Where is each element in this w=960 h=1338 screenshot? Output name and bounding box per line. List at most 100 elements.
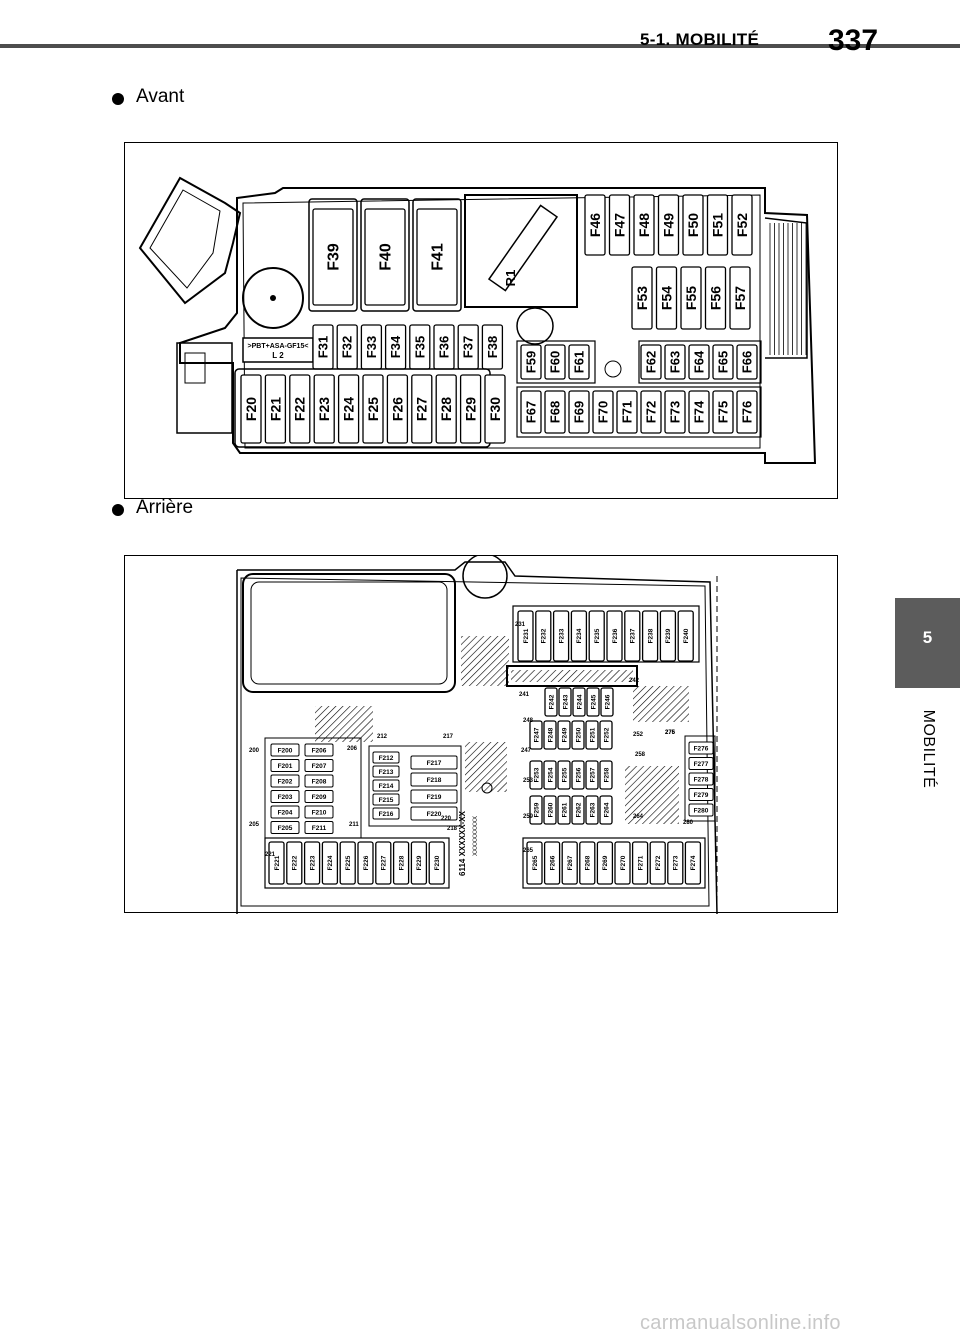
fuse-label: F253 [533, 767, 540, 782]
fuse: F212 [372, 751, 400, 764]
fuse-label: F35 [412, 336, 427, 358]
chapter-tab[interactable]: 5 [895, 598, 960, 688]
fuse-label: F280 [694, 807, 709, 814]
fuse: F260 [543, 795, 557, 825]
fuse: F253 [529, 760, 543, 790]
fuse: F251 [585, 720, 599, 750]
mini-fuse: F33 [360, 324, 383, 370]
fuse-label: F273 [673, 855, 680, 870]
fuse-label: F56 [707, 286, 723, 310]
fuse-label: F200 [278, 747, 293, 754]
fuse: F48 [633, 194, 655, 256]
fuse: F25 [362, 374, 384, 444]
fuse-label: F54 [658, 286, 674, 310]
fuse: F252 [599, 720, 613, 750]
fuse: F268 [579, 841, 596, 885]
fuse-label: F274 [690, 855, 697, 870]
fuse-label: F72 [644, 401, 659, 423]
zone-label: 248 [523, 718, 534, 724]
fuse-label: F271 [637, 855, 644, 870]
fuse-label: F265 [532, 855, 539, 870]
fuse-label: F24 [341, 397, 357, 421]
fuse: F261 [557, 795, 571, 825]
zone-label: 217 [443, 734, 454, 740]
fuse-label: F249 [561, 727, 568, 742]
fuse-label: F47 [611, 213, 627, 237]
chapter-tab-number: 5 [922, 628, 933, 647]
fuse: F26 [386, 374, 409, 444]
fuse: F264 [599, 795, 613, 825]
fuse: F273 [667, 841, 684, 885]
fuse-label: F22 [292, 397, 308, 421]
section-label-front: Avant [136, 86, 185, 107]
fuse-label: F246 [604, 694, 611, 709]
fuse-label: F50 [685, 213, 701, 237]
fuse-label: F46 [587, 213, 603, 237]
fuse: F63 [664, 344, 686, 380]
fuse-label: F225 [345, 855, 352, 870]
fuse: F224 [321, 841, 339, 885]
fuse: F221 [268, 841, 285, 885]
fuse-label: F250 [575, 727, 582, 742]
fuse: F250 [571, 720, 585, 750]
fuse-label: F23 [316, 397, 332, 421]
fuse-label: F59 [524, 351, 539, 373]
fuse-label: F67 [524, 401, 539, 423]
fuse-label: F33 [364, 336, 379, 358]
fuse: F226 [357, 841, 374, 885]
fuse-label: F255 [561, 767, 568, 782]
fuse: F64 [688, 344, 710, 380]
fuse: F246 [600, 687, 614, 717]
fuse-label: F203 [278, 794, 293, 801]
fuse: F211 [304, 821, 334, 834]
fuse-label: F270 [620, 855, 627, 870]
fuse: F210 [304, 805, 334, 819]
chapter-title: 5-1. MOBILITÉ [640, 30, 760, 49]
fuse-label: F263 [589, 802, 596, 817]
fuse: F258 [599, 760, 613, 790]
fuse: F247 [529, 720, 543, 750]
fuse: F216 [372, 807, 400, 820]
fuse-label: F68 [548, 401, 563, 423]
zone-label: 252 [633, 732, 644, 738]
fuse-label: F62 [644, 351, 659, 373]
fuse: F22 [289, 374, 311, 444]
fuse-label: F219 [427, 794, 442, 801]
fuse-label: F209 [312, 794, 327, 801]
fuse: F230 [428, 841, 445, 885]
fuse: F66 [736, 344, 758, 380]
fuse-label: F231 [523, 628, 530, 643]
fuse: F263 [585, 795, 599, 825]
fuse: F75 [712, 390, 734, 434]
fuse: F227 [375, 841, 392, 885]
bullet-icon [112, 93, 124, 105]
fuse: F21 [264, 374, 287, 444]
fuse-label: F55 [683, 286, 699, 310]
fuse-label: F25 [365, 397, 381, 421]
fuse: F256 [571, 760, 585, 790]
zone-label: 275 [665, 730, 676, 736]
fuse-label: F212 [379, 755, 394, 762]
fuse: F236 [606, 610, 623, 662]
fuse-label: F277 [694, 761, 709, 768]
fuse-label: F228 [398, 855, 405, 870]
fuse: F57 [729, 266, 751, 330]
fuse-label: F30 [487, 397, 503, 421]
fuse: F259 [529, 795, 543, 825]
fuse-label: F276 [694, 745, 709, 752]
fuse-label: F64 [692, 350, 707, 373]
chapter-tab-label: MOBILITÉ [920, 709, 937, 789]
fuse: F203 [270, 790, 300, 803]
large-fuse: F39 [312, 208, 354, 306]
zone-label: 205 [249, 822, 260, 828]
fuse-label: F223 [309, 855, 316, 870]
fuse-label: F52 [734, 213, 750, 237]
material-badge-sub: L 2 [272, 351, 284, 360]
fuse: F280 [688, 803, 714, 817]
fuse-label: F63 [668, 351, 683, 373]
zone-label: 221 [265, 852, 276, 858]
fuse-label: F254 [547, 767, 554, 782]
fuse-label: F76 [740, 401, 755, 423]
zone-label: 242 [629, 678, 640, 684]
fuse: F74 [688, 390, 710, 434]
